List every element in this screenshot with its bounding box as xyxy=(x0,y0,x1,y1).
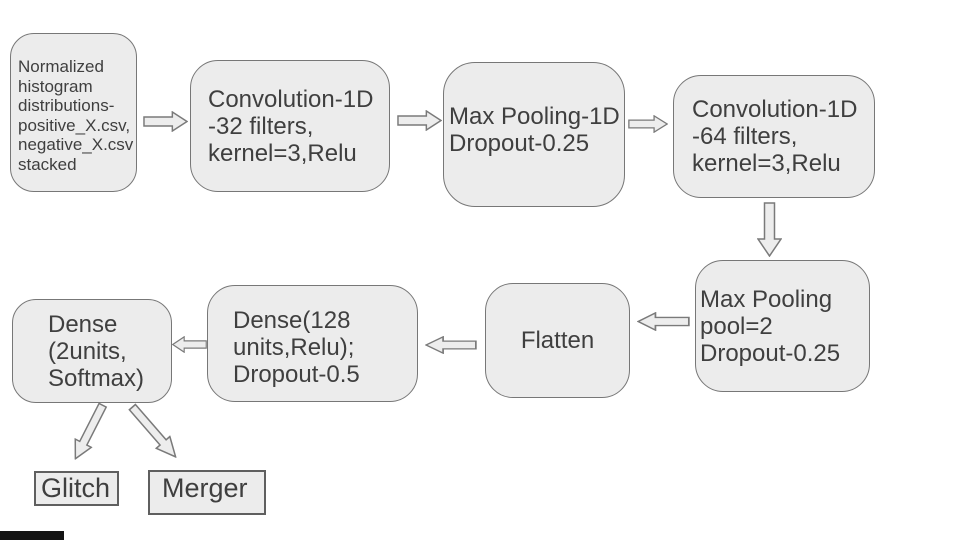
arrow-conv2-to-pool2-icon xyxy=(757,202,782,257)
node-input-data: Normalized histogram distributions- posi… xyxy=(10,33,137,192)
node-merger: Merger xyxy=(148,470,266,515)
node-maxpool-1d: Max Pooling-1D Dropout-0.25 xyxy=(443,62,625,207)
node-merger-label: Merger xyxy=(162,473,248,503)
node-flatten: Flatten xyxy=(485,283,630,398)
node-conv1d-32: Convolution-1D -32 filters, kernel=3,Rel… xyxy=(190,60,390,192)
arrow-flatten-to-dense1-icon xyxy=(425,336,477,354)
node-dense-2-softmax: Dense (2units, Softmax) xyxy=(12,299,172,403)
node-input-data-label: Normalized histogram distributions- posi… xyxy=(18,57,134,174)
node-glitch-label: Glitch xyxy=(41,473,111,503)
arrow-pool1-to-conv2-icon xyxy=(628,115,668,133)
arrow-dense1-to-dense2-icon xyxy=(172,336,207,353)
bottom-edge-bar xyxy=(0,531,64,540)
node-dense-2-softmax-label: Dense (2units, Softmax) xyxy=(48,310,145,392)
node-conv1d-64: Convolution-1D -64 filters, kernel=3,Rel… xyxy=(673,75,875,198)
node-glitch: Glitch xyxy=(34,471,119,506)
arrow-dense2-to-glitch-icon xyxy=(66,400,112,464)
node-dense-128-label: Dense(128 units,Relu); Dropout-0.5 xyxy=(233,307,360,388)
arrow-conv1-to-pool1-icon xyxy=(397,110,442,131)
arrow-pool2-to-flatten-icon xyxy=(637,312,690,331)
node-maxpool-pool2-label: Max Pooling pool=2 Dropout-0.25 xyxy=(700,285,841,367)
node-conv1d-64-label: Convolution-1D -64 filters, kernel=3,Rel… xyxy=(692,96,858,177)
node-maxpool-pool2: Max Pooling pool=2 Dropout-0.25 xyxy=(695,260,870,392)
node-conv1d-32-label: Convolution-1D -32 filters, kernel=3,Rel… xyxy=(208,85,374,167)
arrow-input-to-conv1-icon xyxy=(143,111,188,132)
node-flatten-label: Flatten xyxy=(520,327,595,354)
node-dense-128: Dense(128 units,Relu); Dropout-0.5 xyxy=(207,285,418,402)
node-maxpool-1d-label: Max Pooling-1D Dropout-0.25 xyxy=(449,102,620,157)
arrow-dense2-to-merger-icon xyxy=(124,400,184,464)
